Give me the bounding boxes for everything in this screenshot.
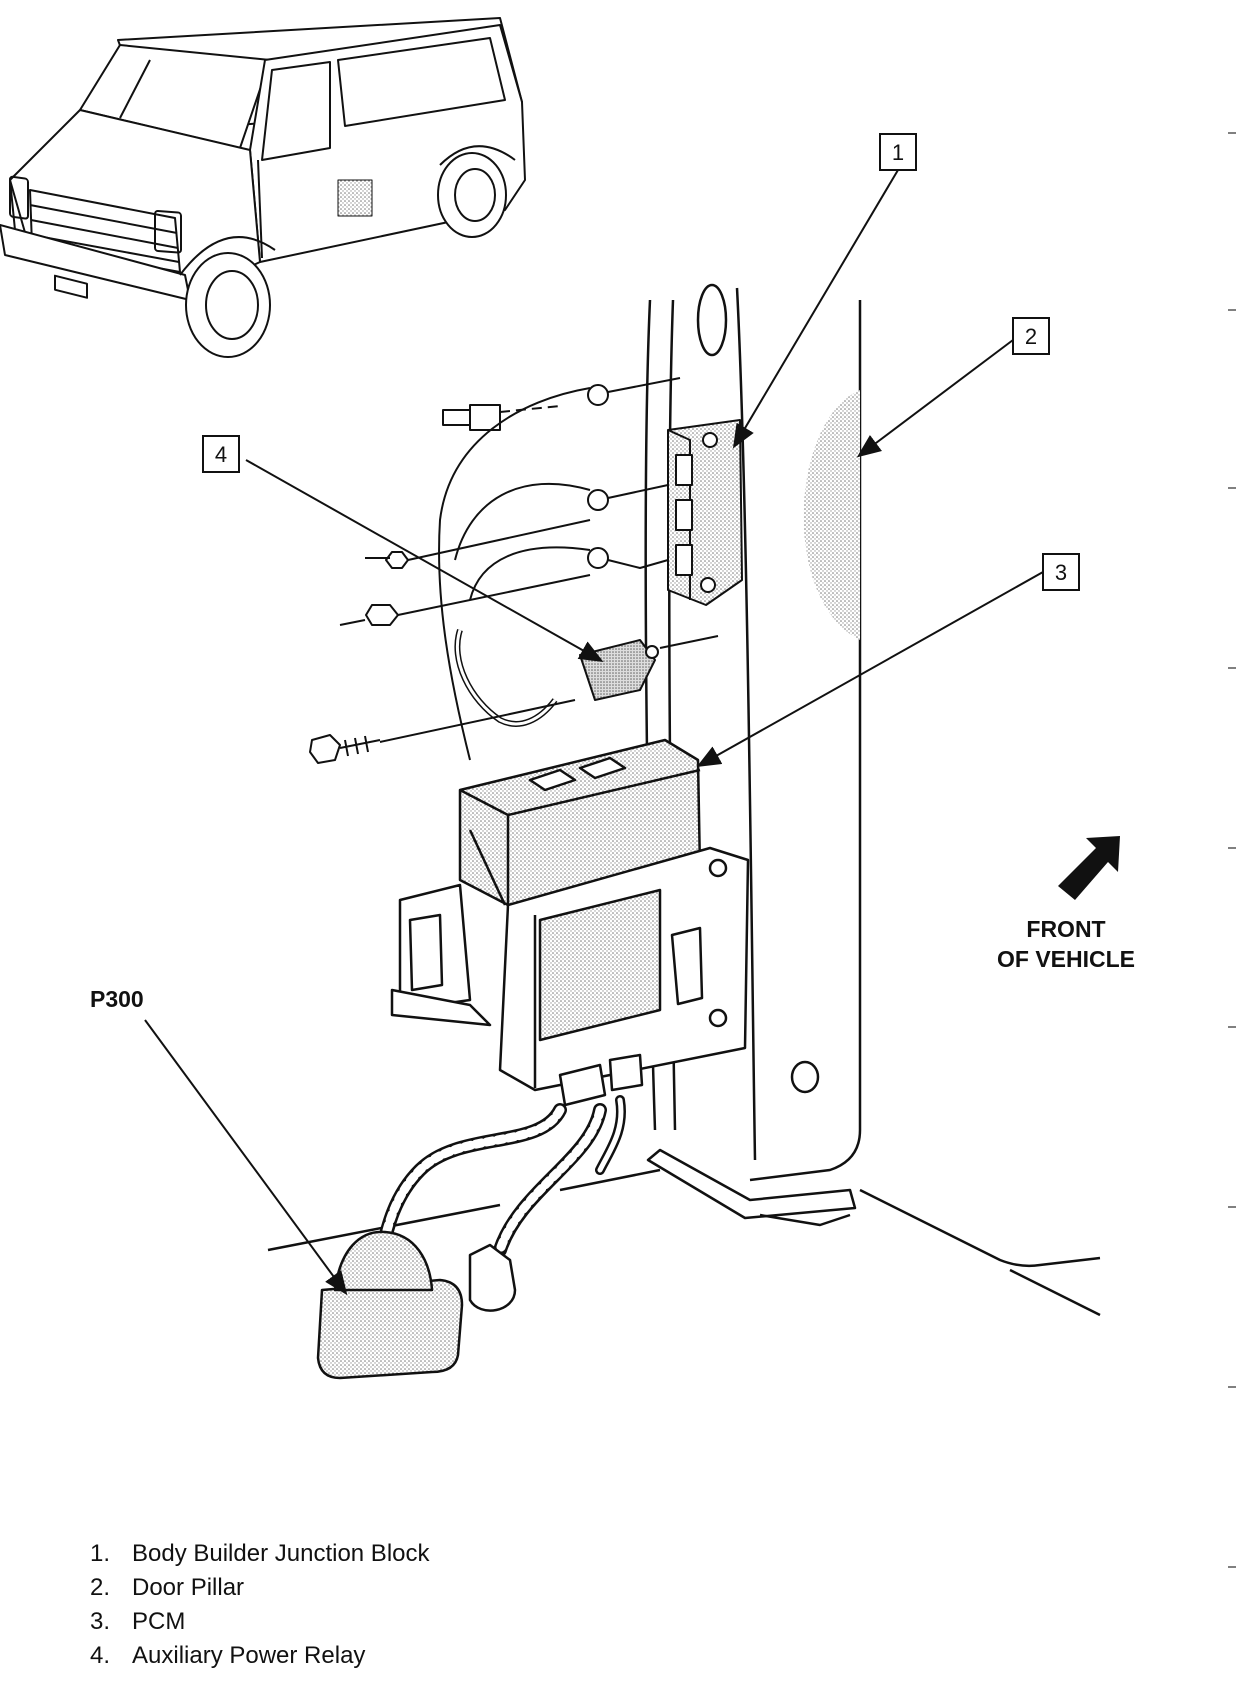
callout-4: 4 <box>202 435 240 473</box>
front-label-line2: OF VEHICLE <box>997 946 1135 972</box>
leader-line-2 <box>856 339 1014 458</box>
legend-item-number: 1. <box>90 1540 111 1567</box>
p300-label: P300 <box>90 986 144 1012</box>
fasteners-and-wires <box>309 377 719 764</box>
leader-line-4 <box>245 459 604 662</box>
legend-item-number: 2. <box>90 1574 111 1601</box>
leader-line-1 <box>732 169 899 449</box>
callout-1-number: 1 <box>892 140 904 165</box>
legend-item-number: 4. <box>90 1642 111 1669</box>
front-label-line1: FRONT <box>1026 916 1105 942</box>
legend-list: 1. Body Builder Junction Block 2. Door P… <box>90 1537 430 1673</box>
legend-item: 4. Auxiliary Power Relay <box>90 1639 430 1673</box>
legend-item-text: Auxiliary Power Relay <box>132 1642 366 1669</box>
callout-1: 1 <box>879 133 917 171</box>
legend-item: 1. Body Builder Junction Block <box>90 1537 430 1571</box>
callout-3: 3 <box>1042 553 1080 591</box>
front-direction-arrow <box>1058 836 1120 900</box>
legend-item: 2. Door Pillar <box>90 1571 430 1605</box>
leader-line-3 <box>696 571 1044 767</box>
legend-item-text: Body Builder Junction Block <box>132 1540 430 1567</box>
pcm-module <box>390 738 750 1107</box>
body-builder-junction-block <box>667 419 743 606</box>
p300-connector <box>316 1230 517 1380</box>
wiring-harness <box>373 1095 626 1267</box>
legend-item-text: Door Pillar <box>132 1574 245 1601</box>
leader-line-p300 <box>144 1019 348 1296</box>
legend-item-text: PCM <box>132 1608 186 1635</box>
legend-item-number: 3. <box>90 1608 111 1635</box>
margin-ticks <box>1228 132 1236 1568</box>
callout-4-number: 4 <box>215 442 227 467</box>
van-illustration <box>0 17 526 358</box>
legend-item: 3. PCM <box>90 1605 430 1639</box>
leader-lines <box>144 169 1044 1296</box>
callout-3-number: 3 <box>1055 560 1067 585</box>
callout-2-number: 2 <box>1025 324 1037 349</box>
callout-2: 2 <box>1012 317 1050 355</box>
